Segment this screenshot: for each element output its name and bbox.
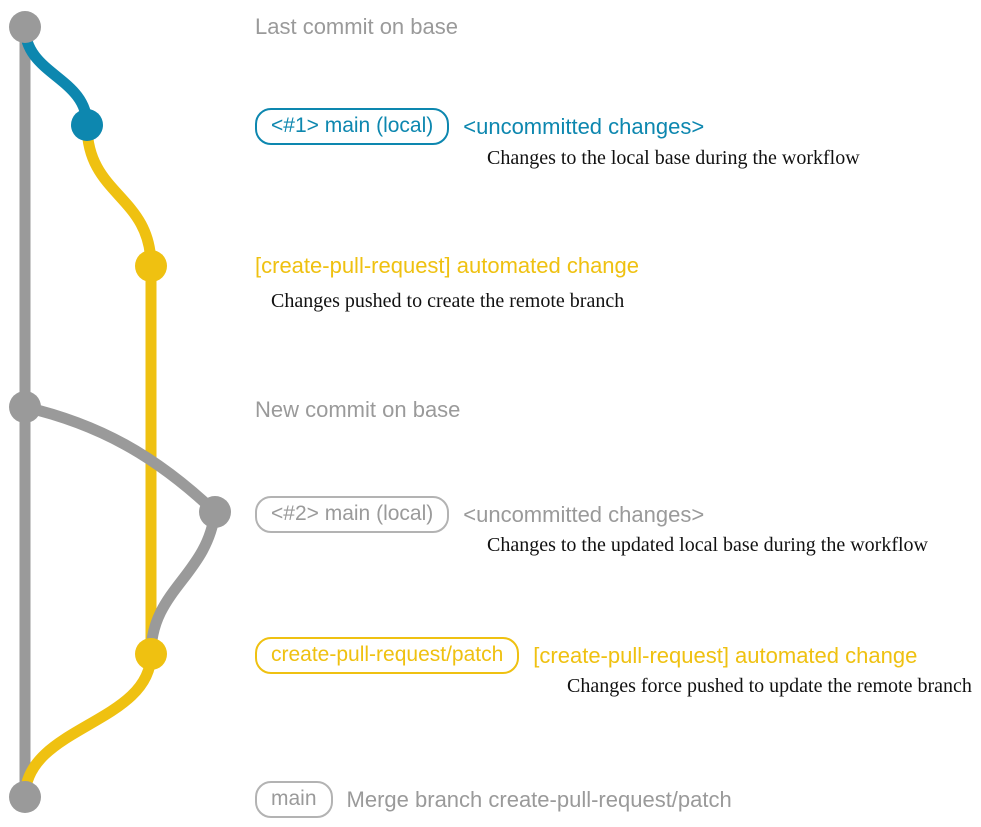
local-main-2-node[interactable] bbox=[199, 496, 231, 528]
commit-note-automated-change-1: Changes pushed to create the remote bran… bbox=[271, 290, 625, 312]
commit-row-merge-commit: main Merge branch create-pull-request/pa… bbox=[255, 781, 732, 818]
commit-subject-merge-commit: Merge branch create-pull-request/patch bbox=[346, 786, 732, 812]
merge-commit-node[interactable] bbox=[9, 781, 41, 813]
edge-base-to-local-2 bbox=[19, 401, 221, 518]
commit-row-local-main-1: <#1> main (local) <uncommitted changes> bbox=[255, 108, 704, 145]
edge-local-2-to-patch-2 bbox=[145, 506, 221, 660]
commit-subject-local-main-1: <uncommitted changes> bbox=[463, 113, 705, 139]
commit-row-local-main-2: <#2> main (local) <uncommitted changes> bbox=[255, 496, 704, 533]
commit-subject-automated-change-1: [create-pull-request] automated change bbox=[255, 253, 640, 278]
commit-row-automated-change-1: [create-pull-request] automated change bbox=[255, 253, 639, 279]
commit-subject-automated-change-2: [create-pull-request] automated change bbox=[533, 642, 918, 668]
ref-chip-local-main-2[interactable]: <#2> main (local) bbox=[255, 496, 450, 533]
ref-chip-create-pull-request-patch[interactable]: create-pull-request/patch bbox=[255, 637, 520, 674]
heading-new-commit-on-base: New commit on base bbox=[255, 397, 461, 422]
commit-note-local-main-1: Changes to the local base during the wor… bbox=[487, 147, 860, 169]
local-main-1-node[interactable] bbox=[71, 109, 103, 141]
ref-chip-main[interactable]: main bbox=[255, 781, 333, 818]
last-commit-on-base-node[interactable] bbox=[9, 11, 41, 43]
patch-commit-2-node[interactable] bbox=[135, 638, 167, 670]
commit-note-local-main-2: Changes to the updated local base during… bbox=[487, 534, 928, 556]
patch-commit-1-node[interactable] bbox=[135, 250, 167, 282]
edge-patch-2-to-merge bbox=[19, 648, 157, 803]
new-commit-on-base-node[interactable] bbox=[9, 391, 41, 423]
commit-row-automated-change-2: create-pull-request/patch [create-pull-r… bbox=[255, 637, 917, 674]
ref-chip-local-main-1[interactable]: <#1> main (local) bbox=[255, 108, 450, 145]
commit-subject-local-main-2: <uncommitted changes> bbox=[463, 501, 705, 527]
graph-nodes bbox=[9, 11, 231, 813]
edge-local-1-to-patch-1 bbox=[81, 119, 157, 272]
heading-last-commit-on-base: Last commit on base bbox=[255, 14, 458, 39]
commit-note-automated-change-2: Changes force pushed to update the remot… bbox=[567, 675, 972, 697]
